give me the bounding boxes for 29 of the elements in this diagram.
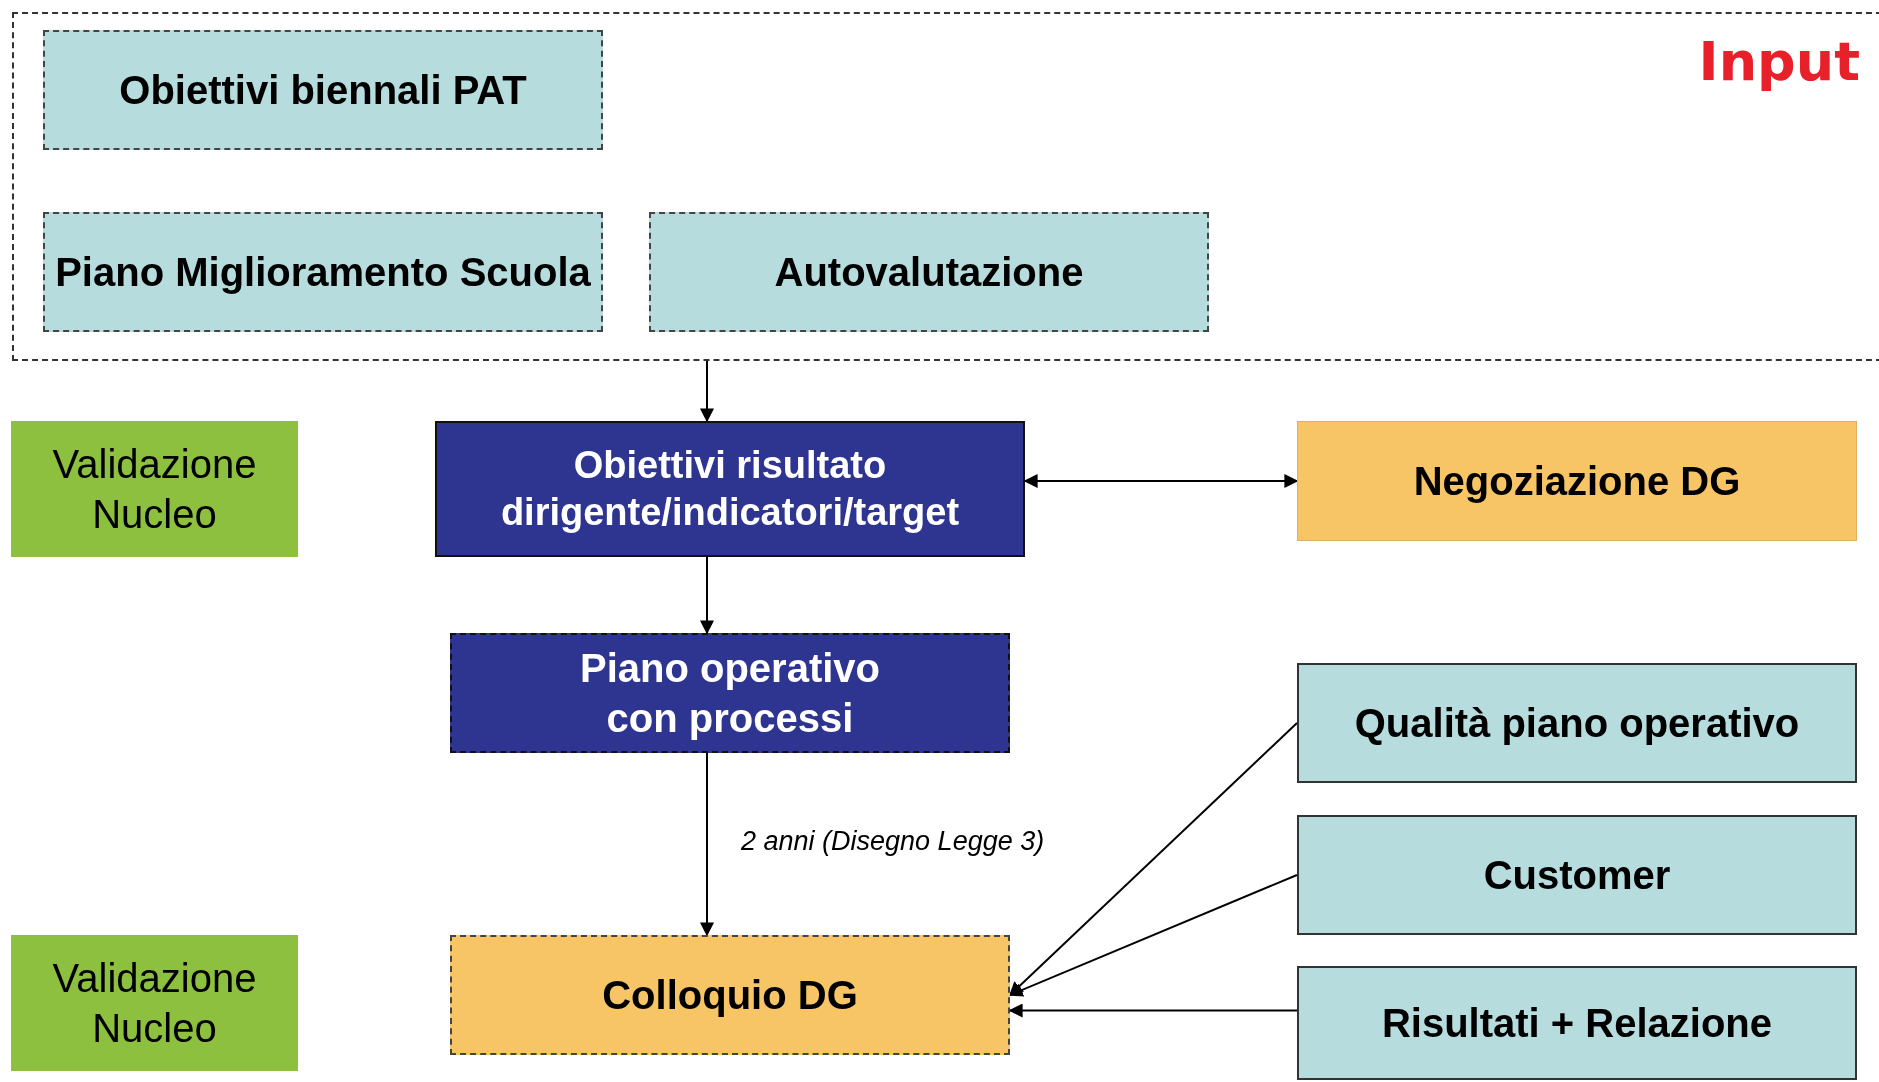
node-label: Obiettivi risultato dirigente/indicatori/target <box>499 442 961 535</box>
node-label: Autovalutazione <box>774 249 1084 296</box>
validation-box <box>11 421 298 557</box>
node-label: Qualità piano operativo <box>1354 700 1800 747</box>
input-box <box>43 212 603 332</box>
validation-box <box>11 935 298 1071</box>
node-label: Risultati + Relazione <box>1381 1000 1773 1047</box>
node-label: Obiettivi biennali PAT <box>119 67 527 114</box>
arrow <box>700 360 714 423</box>
node-label: Colloquio DG <box>602 972 858 1019</box>
process-box <box>450 633 1010 753</box>
process-box <box>435 421 1025 557</box>
interview-box <box>450 935 1010 1055</box>
input-box <box>649 212 1209 332</box>
input-group <box>12 12 1879 361</box>
node-label: Validazione Nucleo <box>51 955 258 1052</box>
negotiation-box <box>1297 421 1857 541</box>
arrow <box>700 752 714 937</box>
node-label: Validazione Nucleo <box>51 441 258 538</box>
input-box <box>43 30 603 150</box>
evaluation-box <box>1297 815 1857 935</box>
node-label: Piano operativo con processi <box>578 645 882 742</box>
node-label: Customer <box>1483 852 1671 899</box>
node-label: Negoziazione DG <box>1413 458 1741 505</box>
arrow <box>700 556 714 635</box>
evaluation-box <box>1297 966 1857 1080</box>
node-label: Piano Miglioramento Scuola <box>55 249 591 296</box>
evaluation-box <box>1297 663 1857 783</box>
group-heading: Input <box>1698 29 1860 95</box>
